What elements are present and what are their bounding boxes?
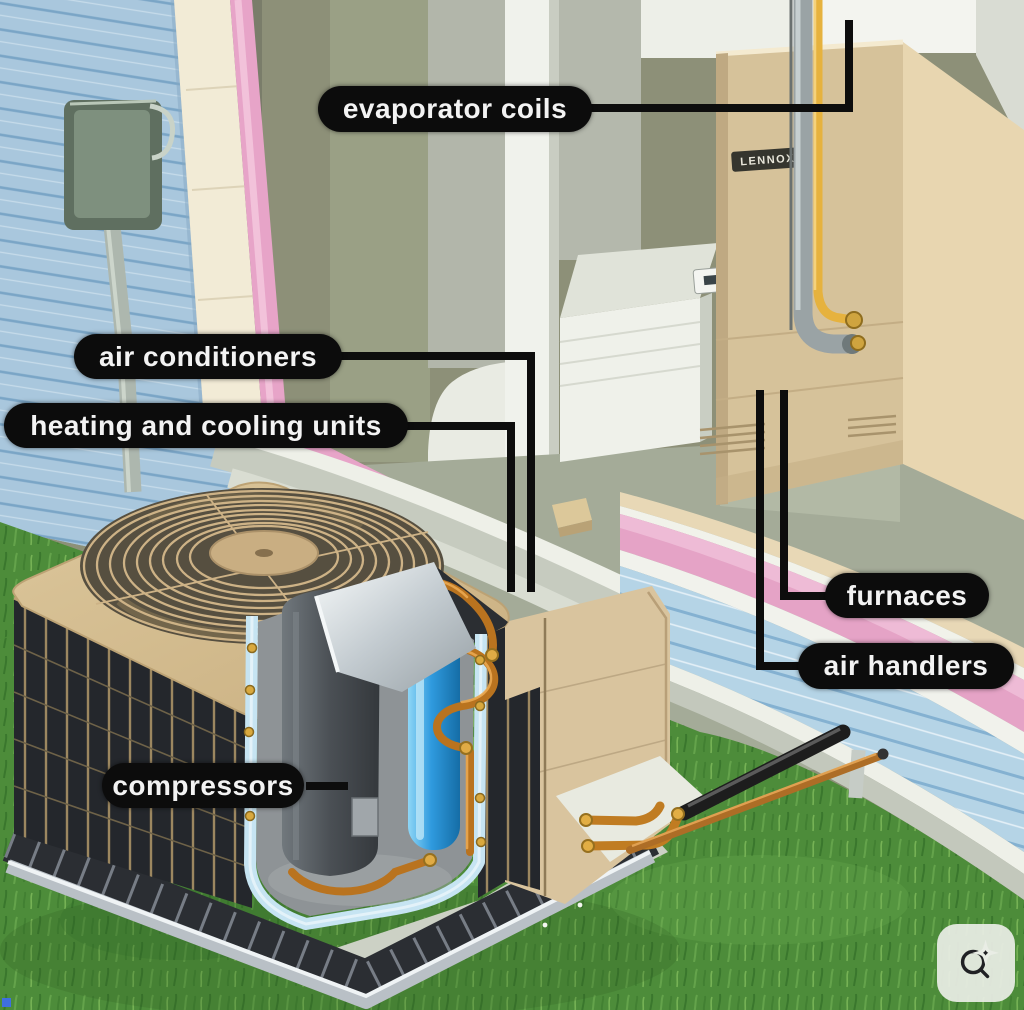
cut-metal-sheet (316, 562, 476, 692)
label-heating-and-cooling-units: heating and cooling units (4, 403, 408, 448)
svg-text:LENNOX: LENNOX (740, 153, 796, 169)
label-evaporator-coils: evaporator coils (318, 86, 592, 132)
refrigerant-lineset (556, 724, 889, 862)
junction-box (351, 797, 379, 837)
ac-cutaway (243, 562, 508, 930)
label-connector-lines (306, 20, 853, 790)
furnace-unit: LENNOX (699, 0, 1024, 520)
walkway-block-side (558, 520, 592, 537)
insulated-pipe (676, 724, 851, 821)
label-air-handlers: air handlers (798, 643, 1014, 689)
walkway-block (552, 498, 592, 528)
flue-and-gas-pipes (789, 0, 866, 354)
search-lens-icon (960, 940, 999, 979)
label-air-conditioners: air conditioners (74, 334, 342, 379)
ac-coil-left-face (14, 598, 252, 908)
label-furnaces: furnaces (825, 573, 989, 618)
search-image-button[interactable] (937, 924, 1015, 1002)
copper-line (626, 752, 884, 854)
ac-condenser-unit (0, 481, 680, 1010)
corner-selection-artifact (2, 998, 11, 1007)
label-compressors: compressors (102, 763, 304, 808)
service-hook (149, 103, 176, 161)
sparkle-icon (972, 940, 999, 967)
chrome-base-rail (5, 849, 656, 1009)
